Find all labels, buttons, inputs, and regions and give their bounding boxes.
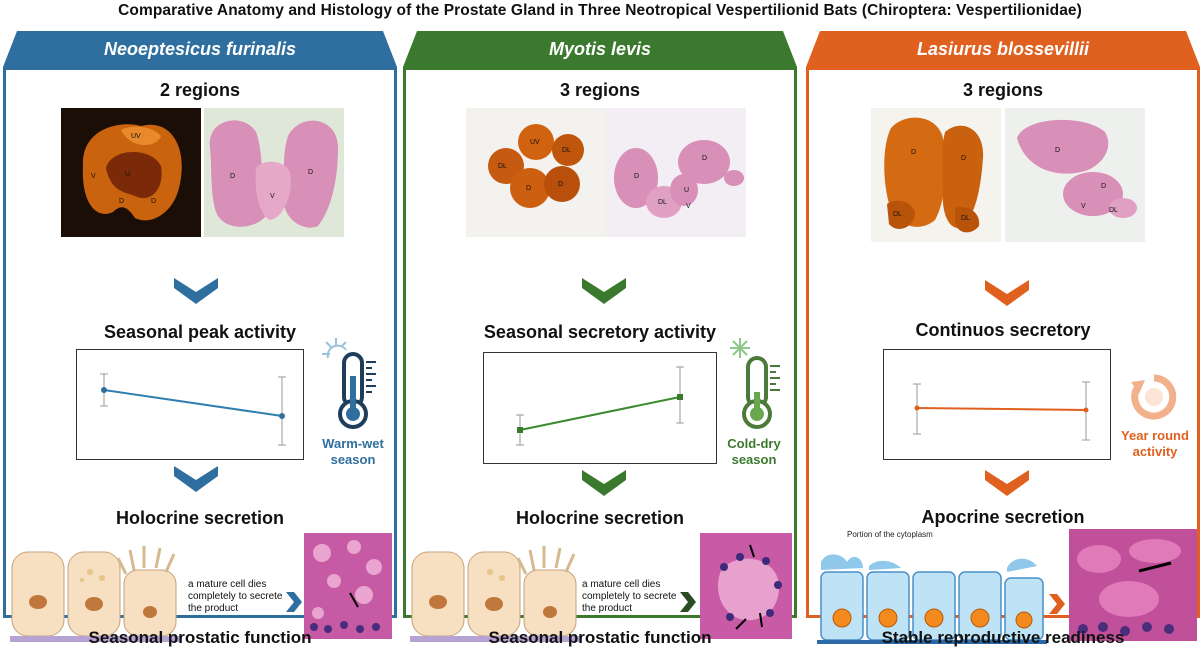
panel-frame: 2 regions UV V U D D D D V Seasonal peak… <box>3 67 397 642</box>
micrograph-holocrine <box>700 533 792 639</box>
chevron-down-icon <box>582 470 626 496</box>
gross-region-label: D <box>911 149 916 156</box>
region-count: 3 regions <box>559 80 641 100</box>
histology-region-label: D <box>230 173 235 180</box>
gross-region-label: D <box>119 198 124 205</box>
region-count: 2 regions <box>159 80 241 100</box>
chevron-right-icon <box>286 592 302 612</box>
gross-region-label: UV <box>530 139 540 146</box>
panel-frame: 3 regions D D DL DL D D V DL Continuos s… <box>806 67 1200 644</box>
chevron-down-icon <box>985 470 1029 496</box>
histology-region-label: U <box>684 187 689 194</box>
season-label: Cold-dry season <box>727 436 781 467</box>
chevron-right-icon <box>680 592 696 612</box>
chevron-down-icon <box>174 466 218 492</box>
gross-region-label: DL <box>562 147 571 154</box>
species-name: Neoeptesicus furinalis <box>103 39 297 59</box>
gross-region-label: UV <box>131 133 141 140</box>
histology-region-label: D <box>702 155 707 162</box>
gross-anatomy-photo: UV DL DL D D <box>466 108 606 237</box>
histology-region-label: DL <box>658 199 667 206</box>
holocrine-cells-illustration <box>10 546 180 642</box>
panel-frame: 3 regions UV DL DL D D D D U DL V <box>403 67 797 642</box>
cell-note: a mature cell dies completely to secrete… <box>582 579 677 614</box>
gross-region-label: DL <box>498 163 507 170</box>
cell-note: Portion of the cytoplasm <box>847 530 933 539</box>
histology-photo: D D U DL V <box>606 108 746 237</box>
secretion-heading: Holocrine secretion <box>515 508 685 528</box>
histology-region-label: D <box>308 169 313 176</box>
season-label: Year round activity <box>1121 428 1189 459</box>
gross-region-label: V <box>91 173 96 180</box>
secretion-heading: Apocrine secretion <box>921 507 1085 527</box>
region-count: 3 regions <box>962 80 1044 100</box>
activity-chart <box>883 349 1111 460</box>
secretion-heading: Holocrine secretion <box>115 508 285 528</box>
histology-photo: D D V <box>204 108 344 237</box>
cell-note: a mature cell dies completely to secrete… <box>188 579 283 614</box>
activity-heading: Seasonal secretory activity <box>483 322 717 342</box>
panel-neoeptesicus: Neoeptesicus furinalis 2 regions UV V U … <box>3 31 397 647</box>
footer-text: Seasonal prostatic function <box>88 628 312 647</box>
holocrine-cells-illustration <box>410 546 580 642</box>
thermometer-sun-icon <box>322 338 376 429</box>
gross-region-label: D <box>526 185 531 192</box>
chevron-down-icon <box>582 278 626 304</box>
season-label: Warm-wet season <box>322 436 384 467</box>
species-name: Lasiurus blossevillii <box>916 39 1090 59</box>
apocrine-cells-illustration <box>817 554 1047 644</box>
gross-region-label: D <box>558 181 563 188</box>
cycle-arrows-icon <box>1131 374 1177 420</box>
activity-chart <box>76 349 304 460</box>
micrograph-holocrine <box>304 533 392 639</box>
gross-region-label: D <box>151 198 156 205</box>
species-tab: Lasiurus blossevillii <box>806 31 1200 67</box>
thermometer-snowflake-icon <box>730 338 780 429</box>
chevron-down-icon <box>985 280 1029 306</box>
histology-region-label: V <box>270 193 275 200</box>
micrograph-apocrine <box>1069 529 1197 641</box>
footer-text: Seasonal prostatic function <box>488 628 712 647</box>
species-name: Myotis levis <box>548 39 652 59</box>
histology-region-label: D <box>1055 147 1060 154</box>
histology-photo: D D V DL <box>1005 108 1145 242</box>
main-title: Comparative Anatomy and Histology of the… <box>118 2 1082 19</box>
gross-region-label: U <box>125 171 130 178</box>
histology-region-label: DL <box>1109 207 1118 214</box>
species-tab: Neoeptesicus furinalis <box>3 31 397 67</box>
activity-heading: Seasonal peak activity <box>103 322 297 342</box>
species-tab: Myotis levis <box>403 31 797 67</box>
gross-anatomy-photo: D D DL DL <box>871 108 1001 242</box>
gross-region-label: DL <box>961 215 970 222</box>
histology-region-label: V <box>686 203 691 210</box>
gross-anatomy-photo: UV V U D D <box>61 108 201 237</box>
histology-region-label: V <box>1081 203 1086 210</box>
gross-region-label: DL <box>893 211 902 218</box>
activity-heading: Continuos secretory <box>915 320 1091 340</box>
panel-myotis: Myotis levis 3 regions UV DL DL D D D D … <box>403 31 797 647</box>
footer-text: Stable reproductive readiness <box>881 628 1125 647</box>
histology-region-label: D <box>634 173 639 180</box>
panel-lasiurus: Lasiurus blossevillii 3 regions D D DL D… <box>806 31 1200 647</box>
activity-chart <box>483 352 717 464</box>
histology-region-label: D <box>1101 183 1106 190</box>
chevron-right-icon <box>1049 594 1065 614</box>
gross-region-label: D <box>961 155 966 162</box>
chevron-down-icon <box>174 278 218 304</box>
